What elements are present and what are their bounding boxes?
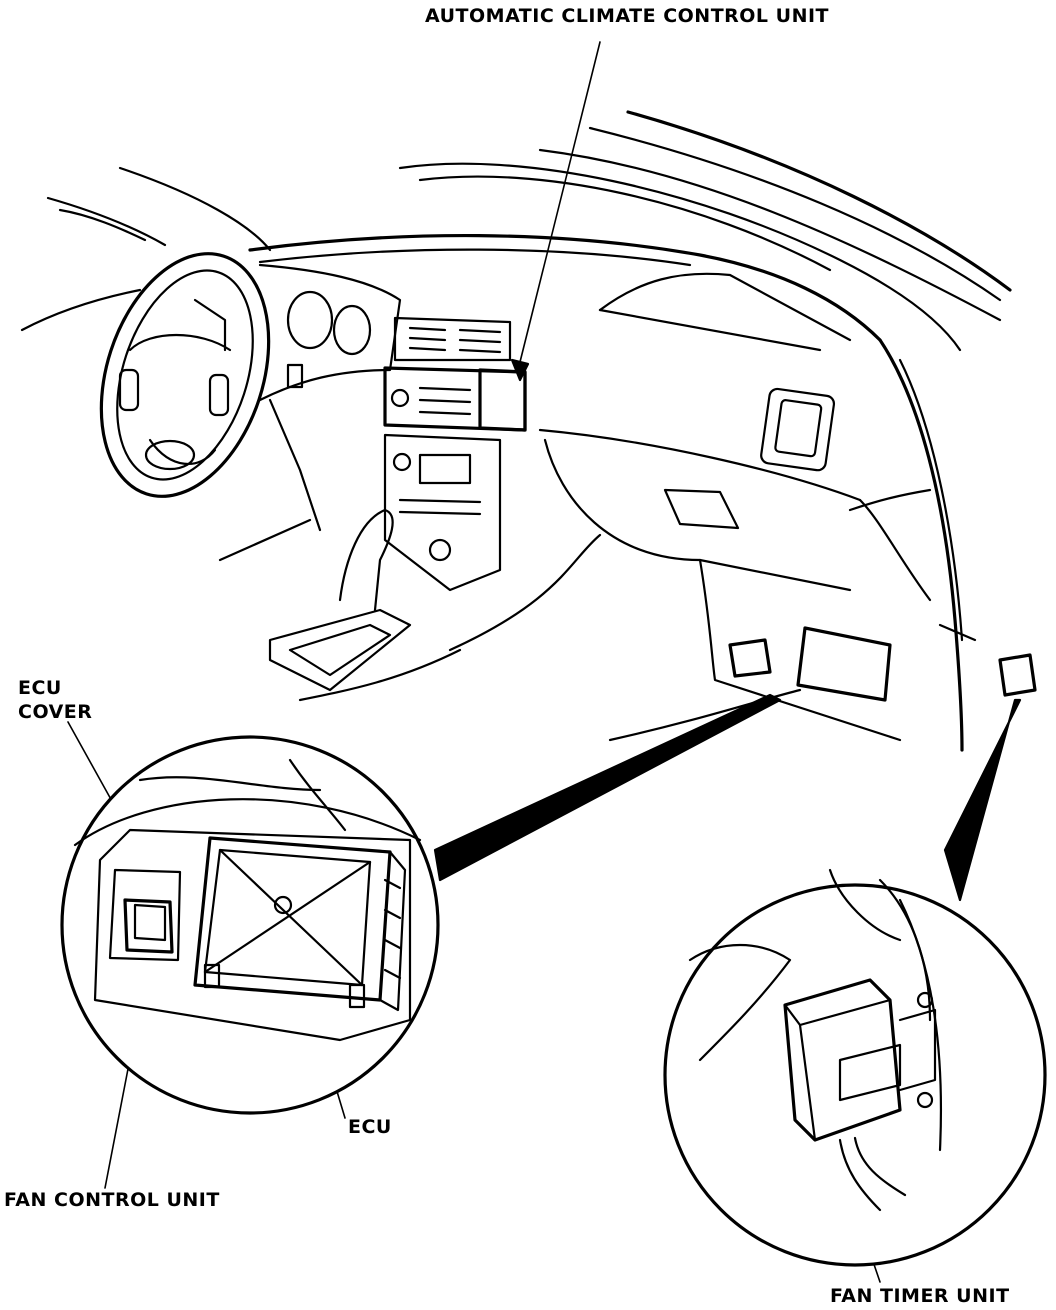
instrument-cluster bbox=[218, 263, 402, 562]
dashboard-top bbox=[248, 233, 882, 352]
passenger-dash bbox=[538, 387, 932, 602]
left-door-lines bbox=[20, 166, 272, 332]
gear-shifter bbox=[268, 508, 462, 702]
right-door-edge bbox=[878, 338, 977, 752]
steering-wheel bbox=[99, 252, 271, 498]
callout-pointers bbox=[433, 693, 1022, 902]
fan-timer-detail-circle bbox=[663, 868, 1047, 1267]
windshield-lines bbox=[398, 110, 1012, 352]
ecu-label: ECU bbox=[348, 1116, 392, 1138]
ecu-cover-label-line1: ECU bbox=[18, 677, 62, 699]
fan-timer-unit-label: FAN TIMER UNIT bbox=[830, 1285, 1010, 1307]
center-stack bbox=[383, 316, 527, 592]
floor-lines bbox=[448, 533, 1037, 742]
climate-control-label: AUTOMATIC CLIMATE CONTROL UNIT bbox=[425, 5, 830, 27]
ecu-detail-circle bbox=[60, 735, 440, 1115]
fan-control-unit-label: FAN CONTROL UNIT bbox=[4, 1189, 220, 1211]
ecu-cover-label-line2: COVER bbox=[18, 701, 93, 723]
